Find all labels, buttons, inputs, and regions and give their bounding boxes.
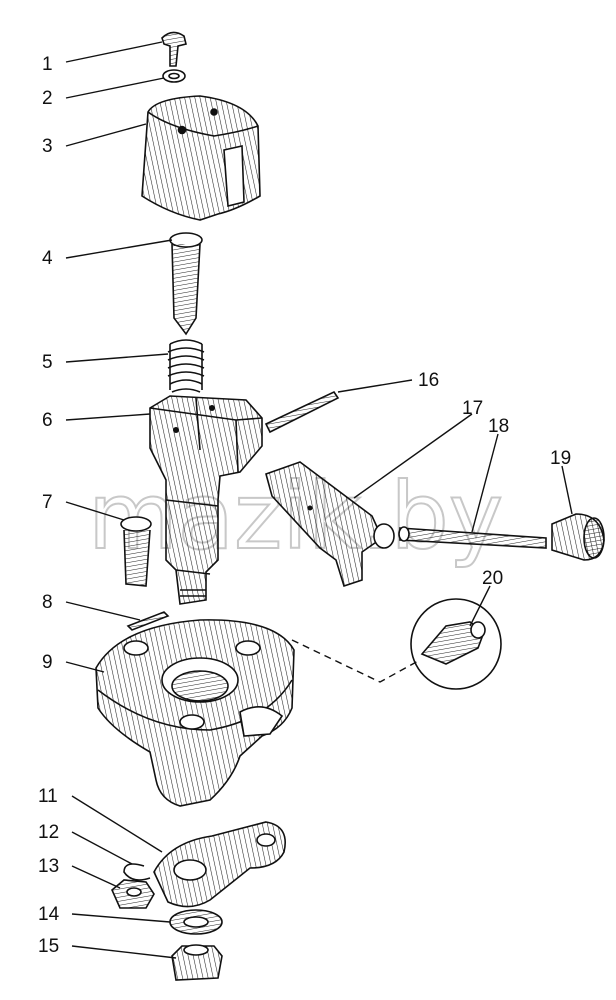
callout-17: 17 xyxy=(462,398,483,419)
callout-2: 2 xyxy=(42,88,53,109)
leader-11 xyxy=(71,795,163,853)
callout-3: 3 xyxy=(42,136,53,157)
part-8-pin xyxy=(126,611,170,631)
callout-8: 8 xyxy=(42,592,53,613)
part-3-cap xyxy=(141,95,261,221)
leader-2 xyxy=(65,77,165,99)
leader-1 xyxy=(65,41,163,63)
leader-3 xyxy=(65,123,147,147)
part-6-valve-body xyxy=(149,395,263,605)
callout-labels: 1 2 3 4 5 6 7 8 9 11 12 13 14 15 16 17 1… xyxy=(38,54,571,957)
part-11-lever-plate xyxy=(153,821,286,908)
part-5-spring xyxy=(167,339,205,393)
callout-20: 20 xyxy=(482,568,503,589)
leader-17 xyxy=(353,413,473,499)
detail-link-line xyxy=(291,639,421,683)
leader-20 xyxy=(469,585,491,627)
part-4-plunger xyxy=(169,232,203,336)
callout-7: 7 xyxy=(42,492,53,513)
part-7-bolt xyxy=(120,516,152,587)
callout-5: 5 xyxy=(42,352,53,373)
leader-8 xyxy=(65,601,141,621)
part-19-knob xyxy=(551,513,605,561)
leader-18 xyxy=(471,433,499,533)
callout-1: 1 xyxy=(42,54,53,75)
part-14-washer xyxy=(169,909,223,935)
leader-7 xyxy=(65,501,125,521)
part-17-lever xyxy=(265,461,395,588)
callout-4: 4 xyxy=(42,248,53,269)
part-20-grease-fitting xyxy=(410,598,502,690)
leader-lines xyxy=(65,41,573,959)
callout-12: 12 xyxy=(38,822,59,843)
callout-13: 13 xyxy=(38,856,59,877)
leader-15 xyxy=(71,945,177,959)
part-13-nut xyxy=(111,879,155,909)
callout-6: 6 xyxy=(42,410,53,431)
leader-16 xyxy=(337,379,413,393)
part-12-snap-ring xyxy=(123,863,151,881)
callout-19: 19 xyxy=(550,448,571,469)
leader-6 xyxy=(65,413,151,421)
leader-4 xyxy=(65,239,173,259)
callout-9: 9 xyxy=(42,652,53,673)
part-18-shaft xyxy=(398,526,547,549)
callout-18: 18 xyxy=(488,416,509,437)
part-2-washer xyxy=(162,69,186,83)
callout-14: 14 xyxy=(38,904,60,925)
part-16-rod xyxy=(264,390,340,434)
leader-5 xyxy=(65,353,169,363)
callout-15: 15 xyxy=(38,936,59,957)
leader-19 xyxy=(561,465,573,515)
part-9-flange xyxy=(95,619,295,807)
leader-9 xyxy=(65,661,105,673)
callout-16: 16 xyxy=(418,370,439,391)
part-15-castle-nut xyxy=(171,944,223,981)
leader-12 xyxy=(71,831,133,865)
leader-14 xyxy=(71,913,171,923)
part-1-screw xyxy=(161,31,187,67)
callout-11: 11 xyxy=(38,786,58,807)
leader-13 xyxy=(71,865,121,889)
